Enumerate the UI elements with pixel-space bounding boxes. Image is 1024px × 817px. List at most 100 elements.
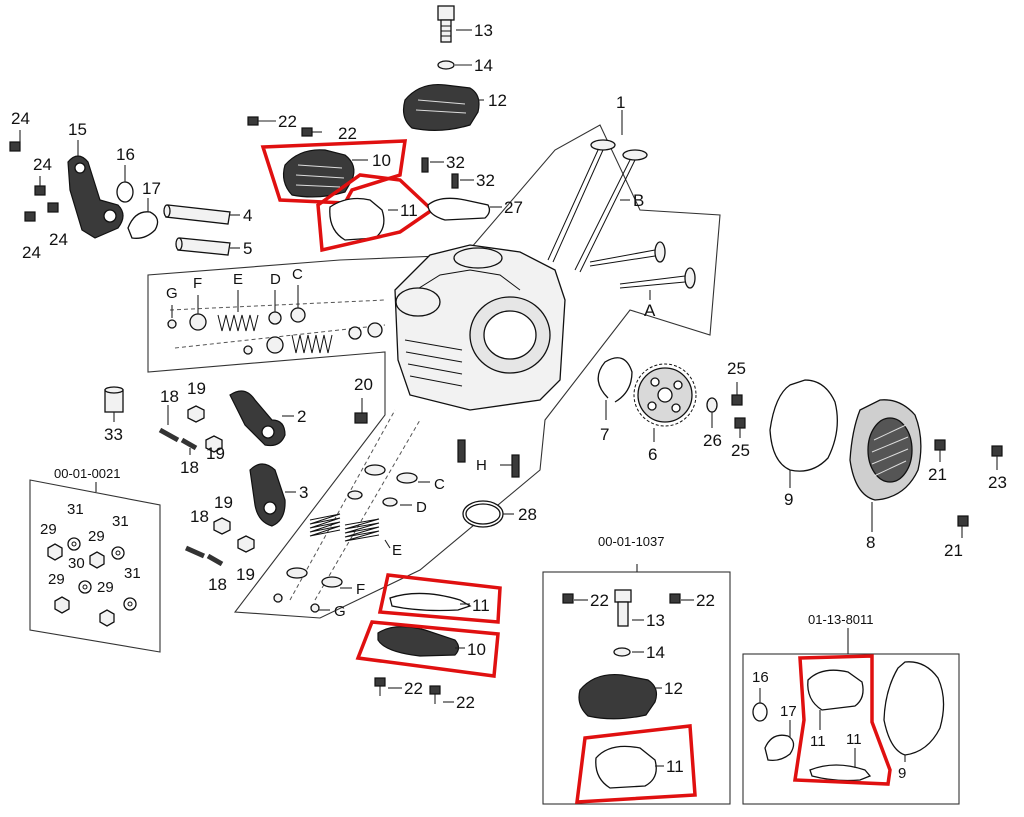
cylinder-head	[394, 244, 566, 411]
highlight-part-11-cover-kit	[575, 724, 697, 804]
part-33-bushing	[104, 386, 124, 422]
label-29d: 29	[97, 579, 114, 596]
label-5: 5	[243, 239, 252, 258]
label-E-lower: E	[392, 542, 402, 559]
label-3: 3	[299, 483, 308, 502]
valve-spring-set-upper	[167, 285, 306, 332]
label-14: 14	[474, 56, 493, 75]
label-8: 8	[866, 533, 875, 552]
part-16-o-ring	[116, 165, 134, 203]
part-3-rocker	[249, 463, 296, 527]
kit-code-cover: 00-01-1037	[598, 534, 665, 549]
label-31b: 31	[112, 513, 129, 530]
label-25a: 25	[727, 359, 746, 378]
label-F-lower: F	[356, 581, 365, 598]
part-14-washer	[437, 60, 472, 70]
part-32-studs	[421, 157, 474, 189]
part-18-19-studs-nuts	[158, 405, 255, 567]
label-1: 1	[616, 93, 625, 112]
label-29b: 29	[88, 528, 105, 545]
kit-code-nuts: 00-01-0021	[54, 466, 121, 481]
label-11-top: 11	[400, 201, 418, 220]
label-22e: 22	[590, 591, 609, 610]
label-11-kit-b: 11	[846, 731, 862, 748]
valve-spring-set-lower-2	[273, 464, 430, 613]
label-B: B	[633, 191, 644, 210]
part-22-bolts-top	[247, 116, 322, 137]
label-13: 13	[474, 21, 493, 40]
part-12-cover	[402, 83, 484, 131]
part-15-bracket	[67, 140, 124, 239]
label-24a: 24	[11, 109, 30, 128]
nut-kit-frame	[29, 479, 161, 653]
part-2-rocker	[229, 390, 294, 447]
part-20-bolt	[354, 398, 368, 424]
part-26-washer	[706, 397, 718, 428]
label-31a: 31	[67, 501, 84, 518]
label-29c: 29	[48, 571, 65, 588]
highlight-part-10-top	[260, 139, 408, 205]
label-18b: 18	[180, 458, 199, 477]
label-10-lower: 10	[467, 640, 486, 659]
label-11-kit: 11	[666, 757, 684, 776]
part-h-studs	[457, 439, 520, 478]
label-22d: 22	[456, 693, 475, 712]
label-A: A	[644, 301, 656, 320]
label-29a: 29	[40, 521, 57, 538]
label-30: 30	[68, 555, 85, 572]
valve-spring-set-lower	[243, 322, 383, 355]
label-32b: 32	[476, 171, 495, 190]
label-25b: 25	[731, 441, 750, 460]
cylinder-head-frame	[147, 124, 721, 619]
part-11-gasket-top	[329, 197, 398, 241]
label-7: 7	[600, 425, 609, 444]
part-6-sprocket	[633, 363, 697, 442]
label-19d: 19	[236, 565, 255, 584]
label-24c: 24	[49, 230, 68, 249]
label-12: 12	[488, 91, 507, 110]
nut-kit-parts	[47, 482, 137, 627]
label-17: 17	[142, 179, 161, 198]
label-18a: 18	[160, 387, 179, 406]
label-H: H	[476, 457, 487, 474]
label-24b: 24	[33, 155, 52, 174]
gasket-kit-frame	[742, 653, 960, 805]
label-9-main: 9	[784, 490, 793, 509]
highlight-part-11-lower	[377, 573, 502, 624]
gasket-kit-parts	[752, 628, 945, 782]
label-16-kit: 16	[752, 669, 769, 686]
kit-code-gaskets: 01-13-8011	[808, 612, 874, 627]
part-24-bolts	[9, 130, 59, 222]
valves	[547, 139, 696, 300]
label-27: 27	[504, 198, 523, 217]
label-4: 4	[243, 206, 252, 225]
part-5-pin	[175, 237, 240, 256]
part-28-o-ring	[462, 500, 514, 528]
label-11-kit-a: 11	[810, 733, 826, 750]
label-13-kit: 13	[646, 611, 665, 630]
highlight-part-10-lower	[355, 620, 500, 678]
label-2: 2	[297, 407, 306, 426]
label-6: 6	[648, 445, 657, 464]
label-22c: 22	[404, 679, 423, 698]
label-15: 15	[68, 120, 87, 139]
part-21-bolts	[934, 439, 969, 538]
label-22b: 22	[338, 124, 357, 143]
label-14-kit: 14	[646, 643, 665, 662]
label-19a: 19	[187, 379, 206, 398]
label-G-lower: G	[334, 603, 346, 620]
label-32a: 32	[446, 153, 465, 172]
label-24d: 24	[22, 243, 41, 262]
label-C-lower: C	[434, 476, 445, 493]
label-21b: 21	[944, 541, 963, 560]
part-23-bolt	[991, 445, 1003, 470]
part-22-bolts-bottom	[374, 677, 454, 704]
label-19c: 19	[214, 493, 233, 512]
label-19b: 19	[206, 444, 225, 463]
label-23: 23	[988, 473, 1007, 492]
label-26: 26	[703, 431, 722, 450]
label-22f: 22	[696, 591, 715, 610]
label-D-upper: D	[270, 271, 281, 288]
label-17-kit: 17	[780, 703, 797, 720]
